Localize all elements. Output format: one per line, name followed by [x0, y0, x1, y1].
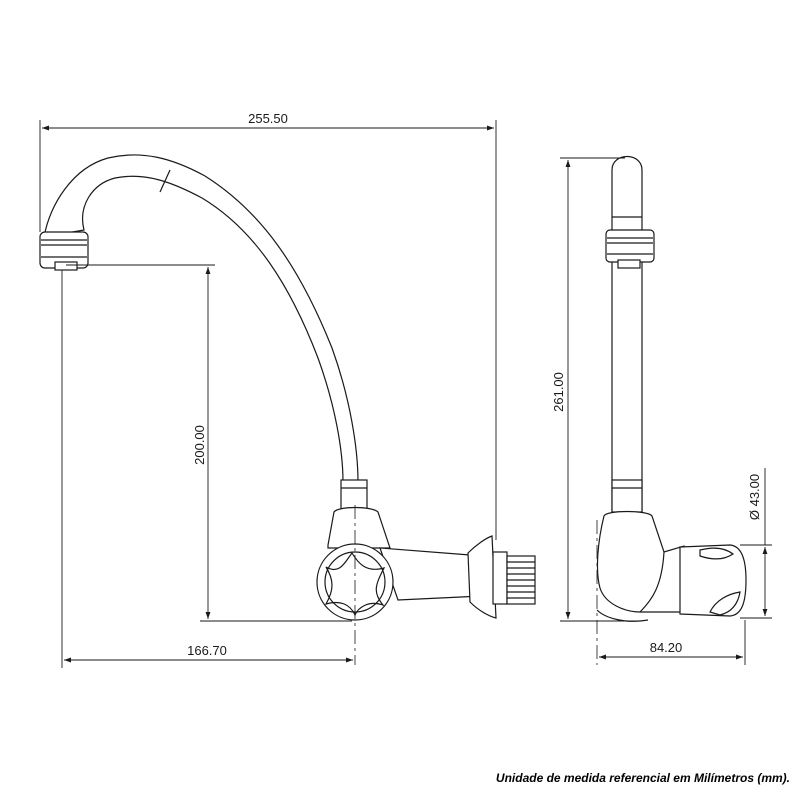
neck — [340, 479, 368, 511]
side-view — [596, 156, 747, 622]
valve-housing — [327, 506, 391, 549]
overall-height-label: 261.00 — [551, 372, 566, 412]
wall-flange — [467, 535, 497, 619]
side-body — [596, 510, 685, 613]
side-handle — [679, 544, 747, 617]
overall-width-label: 255.50 — [248, 111, 288, 126]
diameter-label: Ø 43.00 — [747, 474, 762, 520]
front-view — [39, 154, 536, 621]
threaded-connector — [492, 551, 536, 605]
spout-reach-label: 166.70 — [187, 643, 227, 658]
side-base — [596, 609, 649, 622]
depth-label: 84.20 — [650, 640, 683, 655]
side-dimensions — [560, 157, 772, 665]
side-tube — [611, 156, 643, 512]
spout-height-label: 200.00 — [192, 425, 207, 465]
units-footnote: Unidade de medida referencial em Milímet… — [495, 771, 790, 785]
side-aerator — [605, 229, 655, 269]
aerator — [39, 231, 89, 271]
front-dimensions — [39, 120, 497, 668]
spout-seam — [159, 169, 171, 193]
